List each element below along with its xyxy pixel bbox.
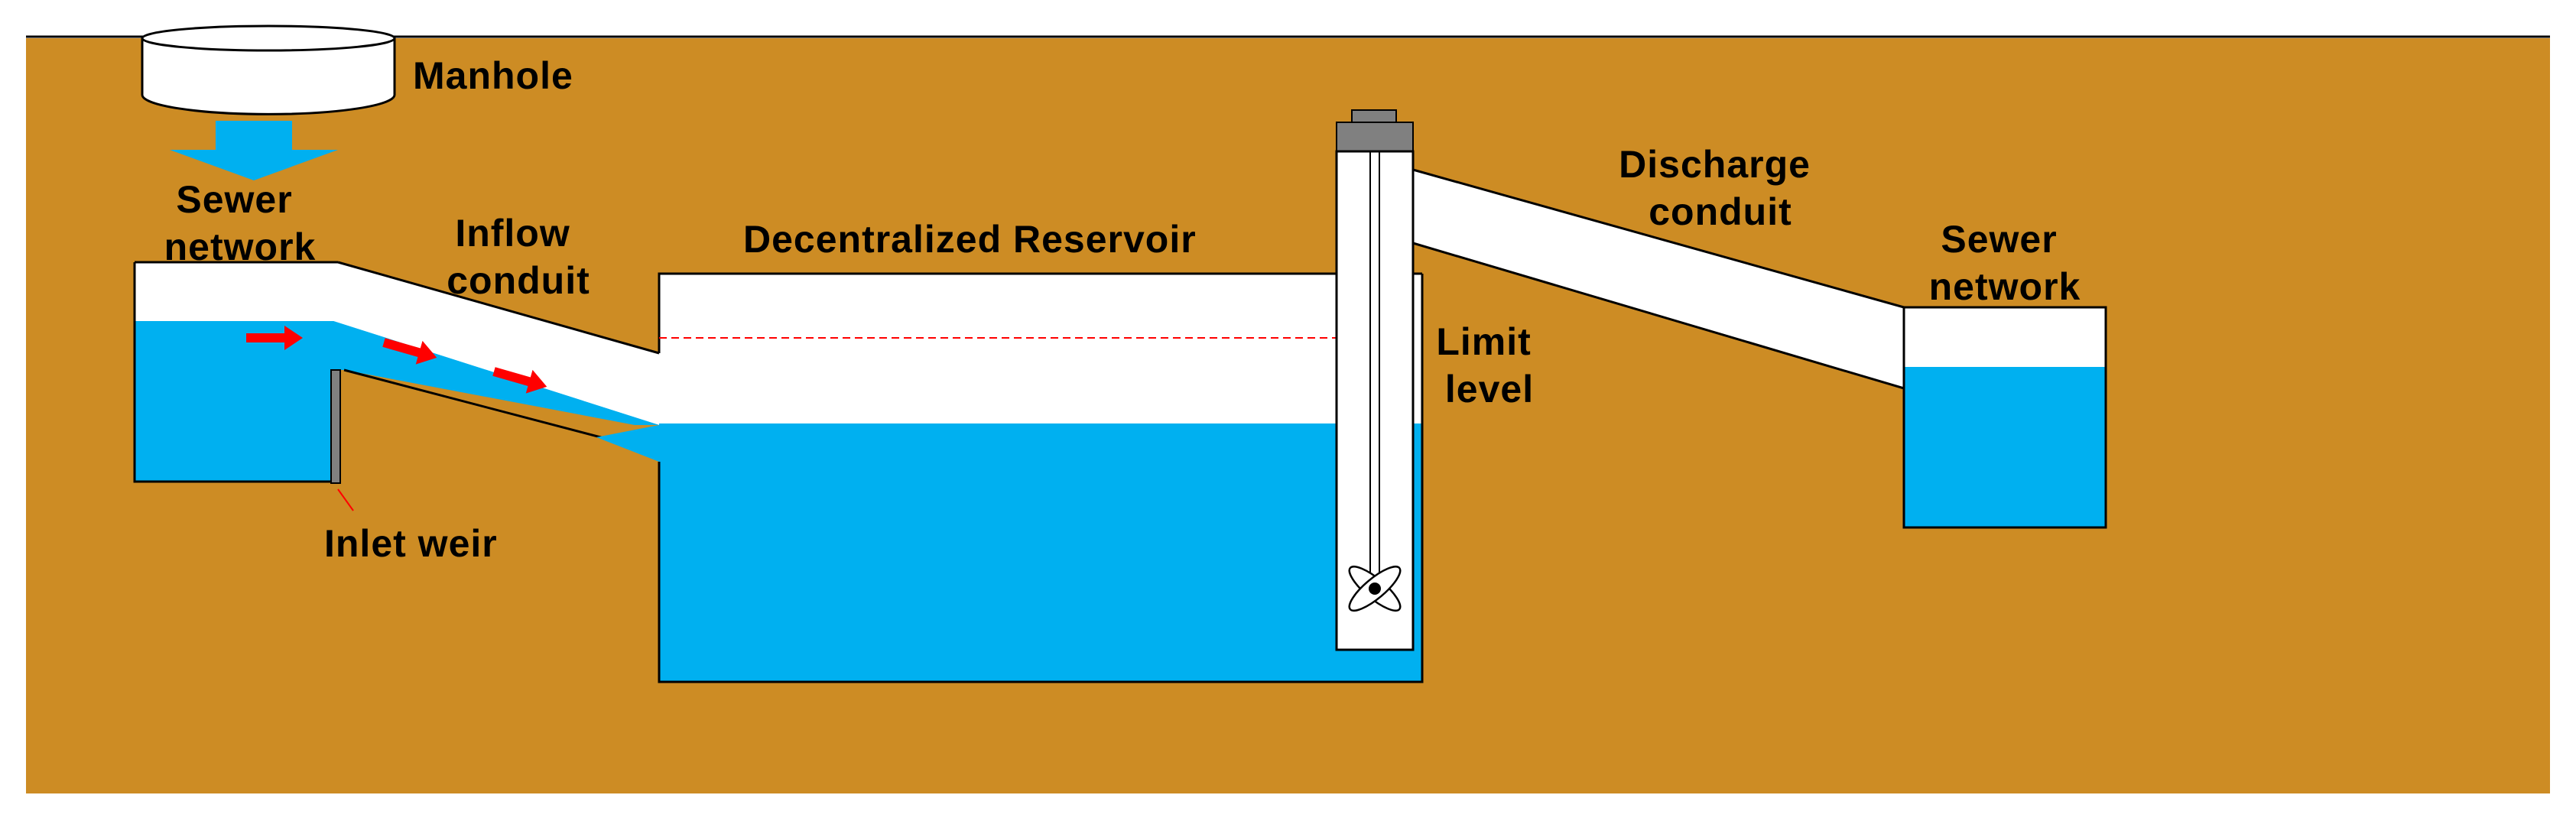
reservoir-outline-bottom (658, 274, 1424, 683)
reservoir-outline (658, 272, 1422, 353)
right-chamber-air (1904, 307, 2106, 367)
inflow-conduit-line2: conduit (447, 259, 590, 302)
decentralized-reservoir (596, 272, 1424, 683)
right-sewer-network (1902, 306, 2107, 529)
flow-arrow-icon (382, 338, 437, 365)
sewer-network-left-line2: network (164, 226, 317, 268)
limit-level-label: Limit level (1436, 320, 1542, 411)
discharge-conduit (1412, 168, 1905, 390)
discharge-top-edge (1412, 168, 1905, 309)
inlet-weir-label: Inlet weir (324, 522, 498, 565)
discharge-conduit-line1: Discharge (1619, 143, 1811, 186)
down-arrow-icon (170, 121, 338, 180)
right-chamber-water (1904, 367, 2106, 527)
reservoir-label: Decentralized Reservoir (743, 218, 1197, 261)
pump-housing (1335, 150, 1415, 651)
flow-arrow-icon (246, 326, 303, 350)
pump-shaft (1335, 109, 1415, 651)
sewer-network-left-line1: Sewer (176, 178, 292, 221)
flow-arrow-icon (492, 367, 547, 394)
inflow-conduit-line1: Inflow (455, 212, 570, 255)
discharge-bottom-edge (1412, 242, 1905, 390)
discharge-conduit-pipe (1413, 170, 1904, 388)
reservoir-water (659, 423, 1422, 682)
pump-cap (1336, 122, 1414, 152)
sewer-network-right-line2: network (1929, 265, 2081, 308)
reservoir-inlet-water (596, 425, 659, 462)
inlet-weir-pointer (337, 488, 354, 511)
inlet-weir (330, 369, 341, 484)
limit-level-line1: Limit (1436, 320, 1531, 363)
propeller-icon (1348, 565, 1402, 612)
sewer-network-right-label: Sewer network (1929, 218, 2081, 308)
discharge-conduit-label: Discharge conduit (1619, 143, 1822, 233)
right-chamber-outline (1902, 306, 2107, 529)
inflow-conduit-label: Inflow conduit (447, 212, 590, 302)
manhole-label: Manhole (413, 54, 573, 97)
discharge-conduit-line2: conduit (1649, 190, 1792, 233)
inflow-conduit-top-edge (337, 261, 660, 355)
manhole-cylinder-icon (141, 24, 396, 115)
reservoir-air-space (659, 274, 1422, 423)
limit-level-line2: level (1445, 368, 1534, 411)
sewer-network-right-line1: Sewer (1941, 218, 2057, 261)
sewer-network-left-label: Sewer network (164, 178, 317, 268)
left-chamber-water (135, 321, 333, 482)
